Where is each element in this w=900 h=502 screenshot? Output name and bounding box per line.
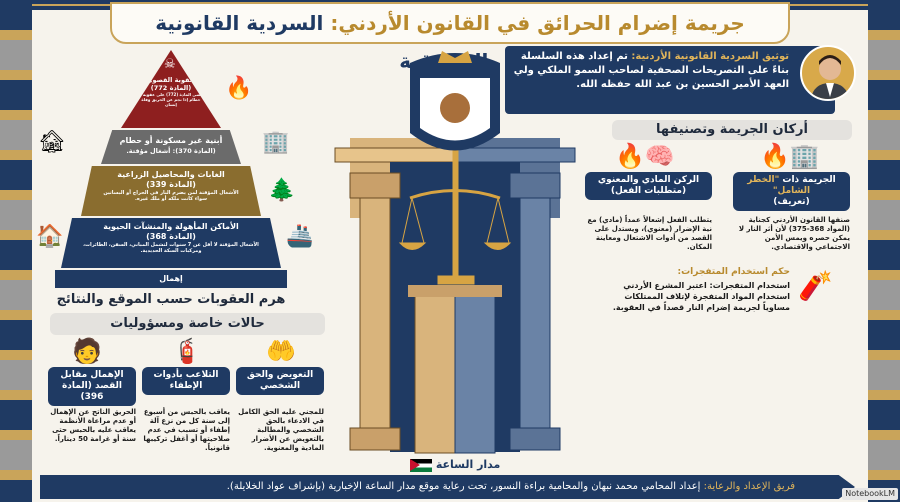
footer-label: فريق الإعداد والرعاية:	[703, 481, 795, 492]
case-card-compensation-desc: للمجني عليه الحق الكامل في الادعاء بالحق…	[238, 408, 324, 452]
special-cases-heading: حالات خاصة ومسؤوليات	[50, 313, 325, 335]
pyramid-level-forests: الغابات والمحاصيل الزراعية (المادة 339) …	[81, 166, 261, 216]
card-material-moral-desc: يتطلب الفعل إشعالاً عمداً (مادي) مع نية …	[587, 216, 713, 251]
pyramid-level-negligence: إهمال	[55, 270, 287, 288]
pyramid-level-maximum: ☠ العقوبة القصوى: (المادة 772) أقصى الما…	[121, 50, 221, 128]
penalty-pyramid: ☠ العقوبة القصوى: (المادة 772) أقصى الما…	[55, 50, 287, 290]
burning-person-icon: 🔥	[225, 76, 253, 101]
fire-extinguisher-icon: 🧯	[172, 337, 202, 365]
level-desc: الأشغال المؤقتة لا أقل عن 7 سنوات لتشمل …	[83, 242, 259, 254]
decorative-frame-right	[868, 0, 900, 502]
case-card-negligence-desc: الحريق الناتج عن الإهمال أو عدم مراعاة ا…	[50, 408, 136, 443]
house-fire-icon: 🏠	[36, 224, 64, 249]
card-material-moral-title: الركن المادي والمعنوي (متطلبات الفعل)	[585, 172, 712, 200]
intro-highlight: توثيق السردية القانونية الأردنية:	[631, 51, 789, 62]
ship-fire-icon: 🚢	[286, 224, 314, 249]
level-title: أبنية غير مسكونة أو حطام	[119, 136, 223, 145]
notebooklm-watermark: NotebookLM	[842, 488, 898, 500]
match-intent-icon: 🔥🧠	[615, 142, 675, 170]
footer-text: إعداد المحامي محمد نبهان والمحامية براءة…	[226, 481, 701, 492]
crime-elements-heading: أركان الجريمة وتصنيفها	[612, 120, 852, 140]
site-logo: مدار الساعة	[410, 458, 500, 472]
level-desc: الأشغال المؤقتة لمن يضرم النار في الحراج…	[103, 190, 239, 202]
jordan-coat-of-arms-icon	[410, 51, 500, 151]
skull-icon: ☠	[164, 57, 176, 72]
card-total-danger-title: الجريمة ذات "الخطر الشامل" (تعريف)	[733, 172, 850, 211]
credits-footer: فريق الإعداد والرعاية: إعداد المحامي محم…	[40, 475, 855, 499]
explosives-desc: استخدام المتفجرات: اعتبر المشرع الأردني …	[612, 281, 790, 312]
explosives-title: حكم استخدام المتفجرات:	[677, 267, 790, 277]
card-title: الركن المادي والمعنوي	[597, 175, 700, 185]
card-total-danger-desc: صنفها القانون الأردني كجناية (المواد 368…	[738, 216, 850, 251]
case-card-compensation-title: التعويض والحق الشخصي	[236, 367, 324, 395]
title-highlight: جريمة إضرام الحرائق في القانون الأردني:	[330, 11, 745, 35]
person-fire-icon: 🧑	[72, 337, 102, 365]
case-card-extinguisher-title: التلاعب بأدوات الإطفاء	[142, 367, 230, 395]
decorative-frame-left	[0, 0, 32, 502]
card-quote: "الخطر الشامل"	[747, 175, 811, 196]
pyramid-caption: هرم العقوبات حسب الموقع والنتائج	[56, 292, 286, 307]
level-article: (المادة 339)	[146, 180, 196, 189]
scales-of-justice-icon	[398, 142, 512, 285]
logo-text: مدار الساعة	[435, 458, 501, 471]
level-title: العقوبة القصوى:	[143, 76, 199, 84]
pyramid-level-buildings: أبنية غير مسكونة أو حطام (المادة 370): أ…	[101, 130, 241, 164]
compensation-hand-icon: 🤲	[266, 337, 296, 365]
level-title: الغابات والمحاصيل الزراعية	[117, 170, 225, 179]
building-rubble-icon: 🏢	[262, 130, 290, 155]
level-title: الأماكن المأهولة والمنشآت الحيوية	[103, 222, 239, 231]
case-card-extinguisher-desc: يعاقب بالحبس من أسبوع إلى سنة كل من نزع …	[143, 408, 230, 452]
page-title: جريمة إضرام الحرائق في القانون الأردني: …	[110, 2, 790, 73]
intro-banner: توثيق السردية القانونية الأردنية: تم إعد…	[505, 46, 835, 114]
ruined-building-icon: 🏚	[38, 130, 66, 155]
justice-pillars-illustration	[334, 51, 576, 454]
card-title: الجريمة ذات	[782, 175, 836, 185]
level-article: (المادة 370): أشغال مؤقتة.	[126, 147, 216, 155]
dynamite-icon: 🧨	[798, 269, 833, 302]
pyramid-level-inhabited: الأماكن المأهولة والمنشآت الحيوية (الماد…	[61, 218, 281, 268]
card-sub: (تعريف)	[773, 197, 810, 207]
level-desc: أقصى المادة (772) على عقوبة أو حطام إذا …	[137, 92, 205, 107]
card-sub: (متطلبات الفعل)	[610, 186, 687, 196]
level-article: (المادة 368)	[146, 232, 196, 241]
intro-text: تم إعداد هذه السلسلة بناءً على التصريحات…	[513, 51, 789, 90]
case-card-negligence-title: الإهمال مقابل القصد (المادة 396)	[48, 367, 136, 406]
burning-building-icon: 🔥🏢	[760, 142, 820, 170]
avatar	[800, 45, 856, 101]
level-article: (المادة 772)	[150, 84, 192, 92]
level-title: إهمال	[159, 274, 183, 283]
jordan-flag-icon	[410, 458, 432, 472]
forest-fire-icon: 🌲	[268, 178, 296, 203]
